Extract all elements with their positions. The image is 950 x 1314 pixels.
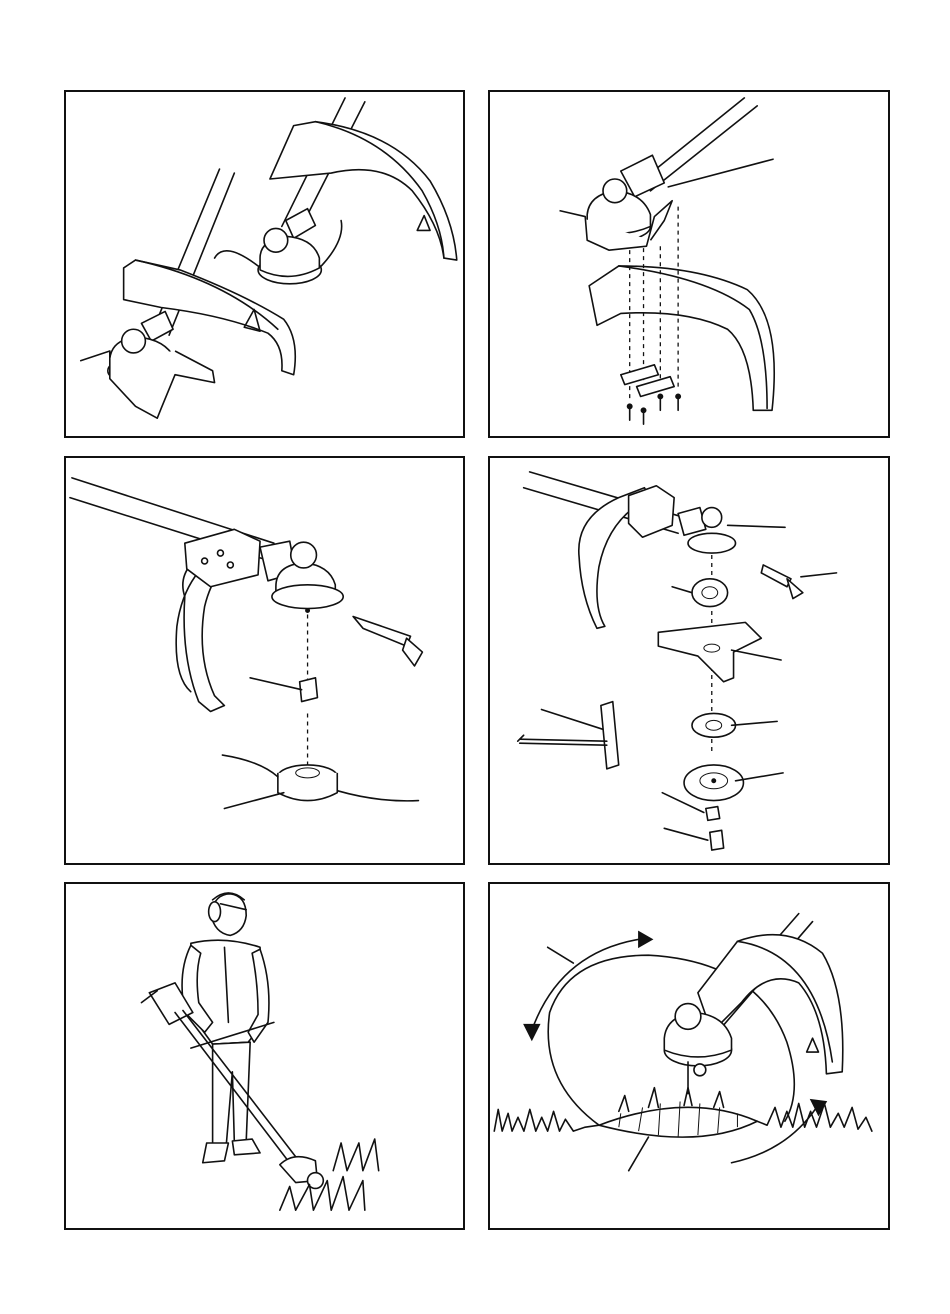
figure-3-drawing [66,458,463,863]
figure-2-drawing [490,92,888,436]
figure-1-trimmer-heads [64,90,465,438]
figure-5-operator [64,882,465,1230]
figure-5-drawing [66,884,463,1228]
figure-4-drawing [490,458,888,863]
figure-1-drawing [66,92,463,436]
figure-4-blade-assembly [488,456,890,865]
figure-6-drawing [490,884,888,1228]
figure-3-line-head-exploded [64,456,465,865]
figure-2-guard-mounting [488,90,890,438]
figure-6-cutting-direction [488,882,890,1230]
